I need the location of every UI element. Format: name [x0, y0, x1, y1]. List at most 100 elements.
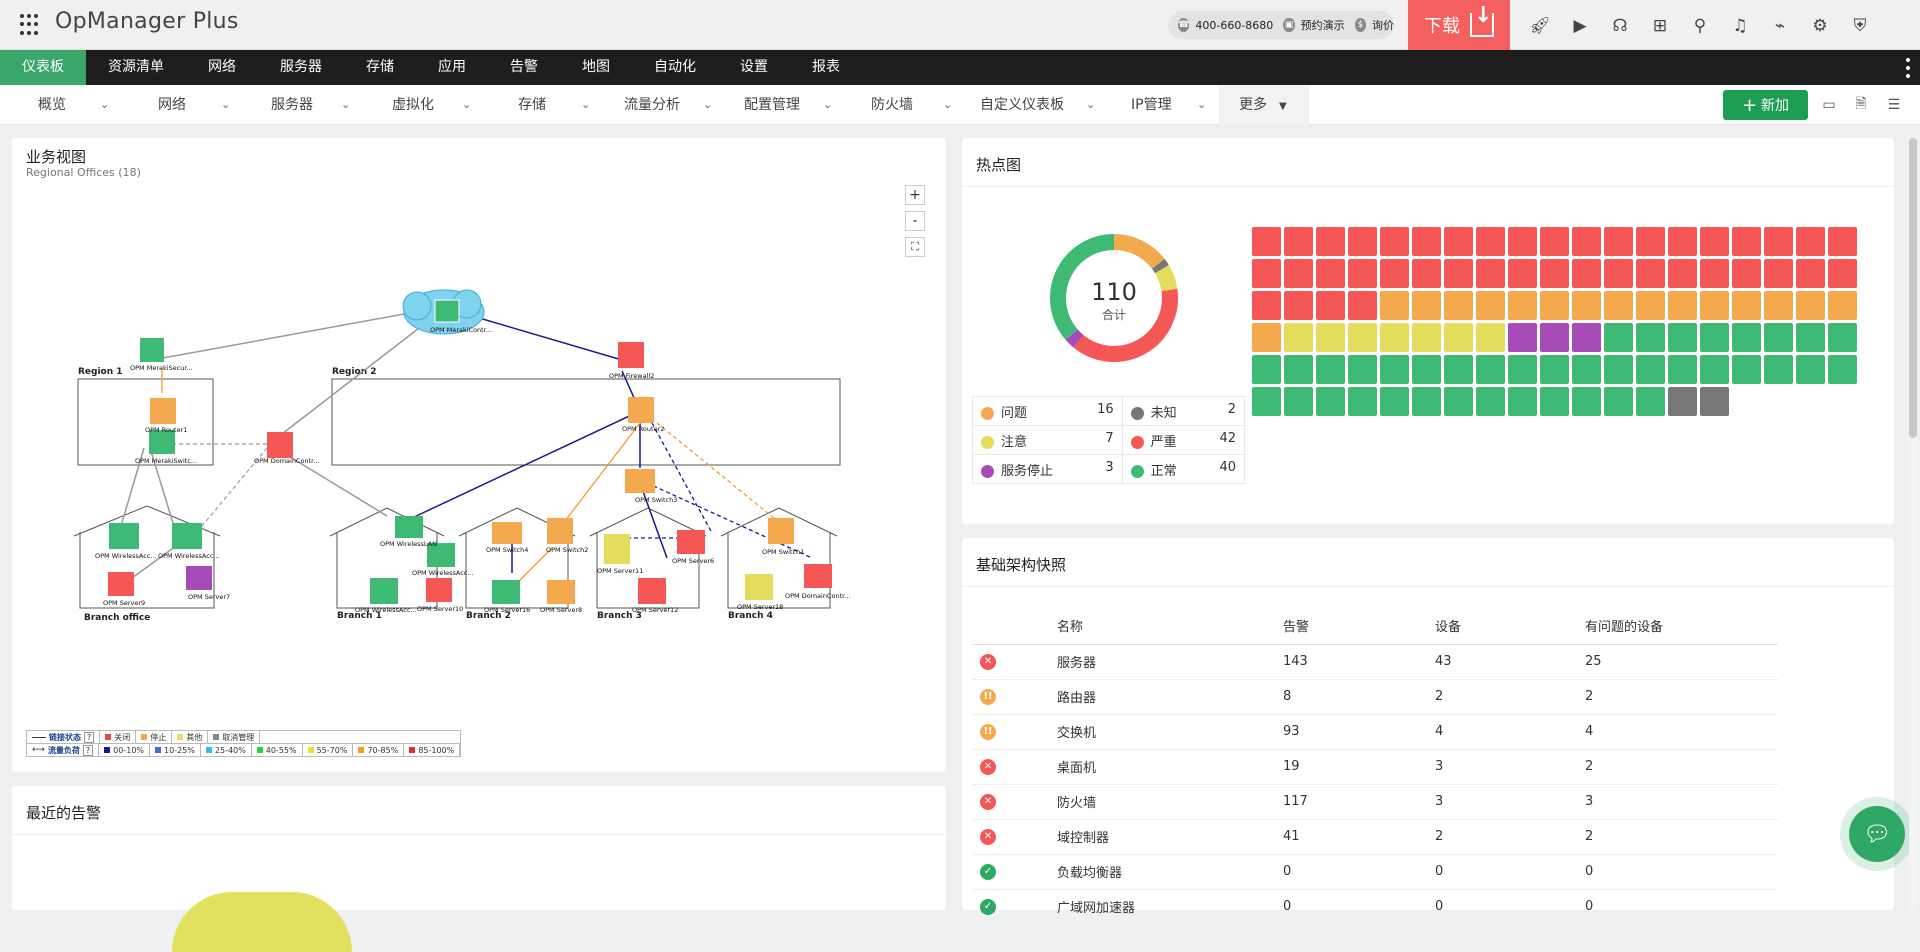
- heatmap-cell[interactable]: [1412, 355, 1441, 384]
- heatmap-cell[interactable]: [1508, 227, 1537, 256]
- tab-more[interactable]: 更多▼: [1219, 85, 1309, 125]
- heatmap-cell[interactable]: [1540, 387, 1569, 416]
- tab-servers[interactable]: 服务器⌄: [271, 85, 350, 125]
- device-node[interactable]: [108, 572, 134, 596]
- heatmap-cell[interactable]: [1252, 323, 1281, 352]
- heatmap-cell[interactable]: [1636, 355, 1665, 384]
- heatmap-cell[interactable]: [1412, 323, 1441, 352]
- heatmap-cell[interactable]: [1540, 227, 1569, 256]
- nav-storage[interactable]: 存储: [366, 59, 394, 75]
- device-node[interactable]: [768, 518, 794, 544]
- heatmap-cell[interactable]: [1764, 355, 1793, 384]
- heatmap-cell[interactable]: [1508, 259, 1537, 288]
- heatmap-cell[interactable]: [1476, 323, 1505, 352]
- nav-inventory[interactable]: 资源清单: [108, 59, 164, 75]
- heatmap-cell[interactable]: [1636, 259, 1665, 288]
- heatmap-cell[interactable]: [1540, 355, 1569, 384]
- device-node[interactable]: [427, 543, 455, 567]
- heatmap-cell[interactable]: [1828, 323, 1857, 352]
- license-shield-icon[interactable]: ⛨: [1853, 16, 1867, 36]
- heatmap-cell[interactable]: [1444, 227, 1473, 256]
- heatmap-cell[interactable]: [1380, 387, 1409, 416]
- nav-reports[interactable]: 报表: [812, 59, 840, 75]
- heatmap-cell[interactable]: [1508, 291, 1537, 320]
- heatmap-cell[interactable]: [1412, 259, 1441, 288]
- device-node[interactable]: [172, 523, 202, 549]
- col-name[interactable]: 名称: [1057, 608, 1283, 645]
- heatmap-cell[interactable]: [1252, 355, 1281, 384]
- heatmap-cell[interactable]: [1316, 387, 1345, 416]
- device-node[interactable]: [677, 530, 705, 554]
- heatmap-cell[interactable]: [1284, 323, 1313, 352]
- nav-automation[interactable]: 自动化: [654, 59, 696, 75]
- heatmap-cell[interactable]: [1348, 291, 1377, 320]
- tab-netflow[interactable]: 流量分析⌄: [624, 85, 712, 125]
- heatmap-cell[interactable]: [1796, 259, 1825, 288]
- col-devices[interactable]: 设备: [1435, 608, 1585, 645]
- heatmap-cell[interactable]: [1668, 355, 1697, 384]
- heatmap-cell[interactable]: [1284, 259, 1313, 288]
- heatmap-cell[interactable]: [1636, 227, 1665, 256]
- zoom-out-button[interactable]: -: [905, 211, 925, 231]
- heatmap-cell[interactable]: [1828, 227, 1857, 256]
- status-donut-chart[interactable]: [1042, 226, 1186, 370]
- app-grid-icon[interactable]: [20, 14, 42, 36]
- heatmap-cell[interactable]: [1764, 259, 1793, 288]
- heatmap-cell[interactable]: [1572, 323, 1601, 352]
- device-node[interactable]: [625, 469, 655, 493]
- heatmap-cell[interactable]: [1636, 387, 1665, 416]
- heatmap-cell[interactable]: [1380, 227, 1409, 256]
- heatmap-cell[interactable]: [1412, 291, 1441, 320]
- cell-name[interactable]: 交换机: [1057, 714, 1283, 750]
- heatmap-cell[interactable]: [1668, 291, 1697, 320]
- heatmap-cell[interactable]: [1828, 355, 1857, 384]
- device-node[interactable]: [638, 578, 666, 604]
- heatmap-cell[interactable]: [1380, 291, 1409, 320]
- heatmap-cell[interactable]: [1668, 387, 1697, 416]
- bell-icon[interactable]: ♫: [1732, 16, 1748, 36]
- heatmap-cell[interactable]: [1700, 387, 1729, 416]
- heatmap-cell[interactable]: [1796, 227, 1825, 256]
- heatmap-cell[interactable]: [1572, 259, 1601, 288]
- heatmap-cell[interactable]: [1252, 227, 1281, 256]
- heatmap-cell[interactable]: [1636, 291, 1665, 320]
- heatmap-cell[interactable]: [1380, 355, 1409, 384]
- heatmap-cell[interactable]: [1348, 355, 1377, 384]
- tab-ncm[interactable]: 配置管理⌄: [744, 85, 832, 125]
- link[interactable]: [639, 482, 668, 559]
- donut-slice[interactable]: [1113, 234, 1165, 269]
- heatmap-cell[interactable]: [1572, 355, 1601, 384]
- cell-name[interactable]: 防火墙: [1057, 784, 1283, 820]
- heatmap-cell[interactable]: [1316, 291, 1345, 320]
- chat-button[interactable]: 💬︎: [1840, 797, 1914, 871]
- video-icon[interactable]: ▶: [1573, 16, 1587, 36]
- heatmap-cell[interactable]: [1252, 387, 1281, 416]
- device-node[interactable]: [492, 522, 522, 544]
- demo-link[interactable]: 预约演示: [1300, 19, 1345, 32]
- heatmap-cell[interactable]: [1764, 291, 1793, 320]
- cell-name[interactable]: 负载均衡器: [1057, 854, 1283, 890]
- heatmap-cell[interactable]: [1284, 355, 1313, 384]
- heatmap-cell[interactable]: [1252, 291, 1281, 320]
- heatmap-cell[interactable]: [1604, 387, 1633, 416]
- heatmap-cell[interactable]: [1828, 291, 1857, 320]
- heatmap-cell[interactable]: [1572, 387, 1601, 416]
- heatmap-cell[interactable]: [1348, 387, 1377, 416]
- nav-dashboard[interactable]: 仪表板: [0, 50, 86, 85]
- heatmap-cell[interactable]: [1316, 323, 1345, 352]
- link[interactable]: [646, 482, 813, 559]
- heatmap-cell[interactable]: [1764, 227, 1793, 256]
- heatmap-cell[interactable]: [1380, 259, 1409, 288]
- device-node[interactable]: [395, 516, 423, 538]
- link[interactable]: [656, 422, 781, 524]
- heatmap-cell[interactable]: [1444, 387, 1473, 416]
- heatmap-cell[interactable]: [1284, 227, 1313, 256]
- tab-storage[interactable]: 存储⌄: [518, 85, 590, 125]
- fit-screen-button[interactable]: ⛶: [905, 237, 925, 257]
